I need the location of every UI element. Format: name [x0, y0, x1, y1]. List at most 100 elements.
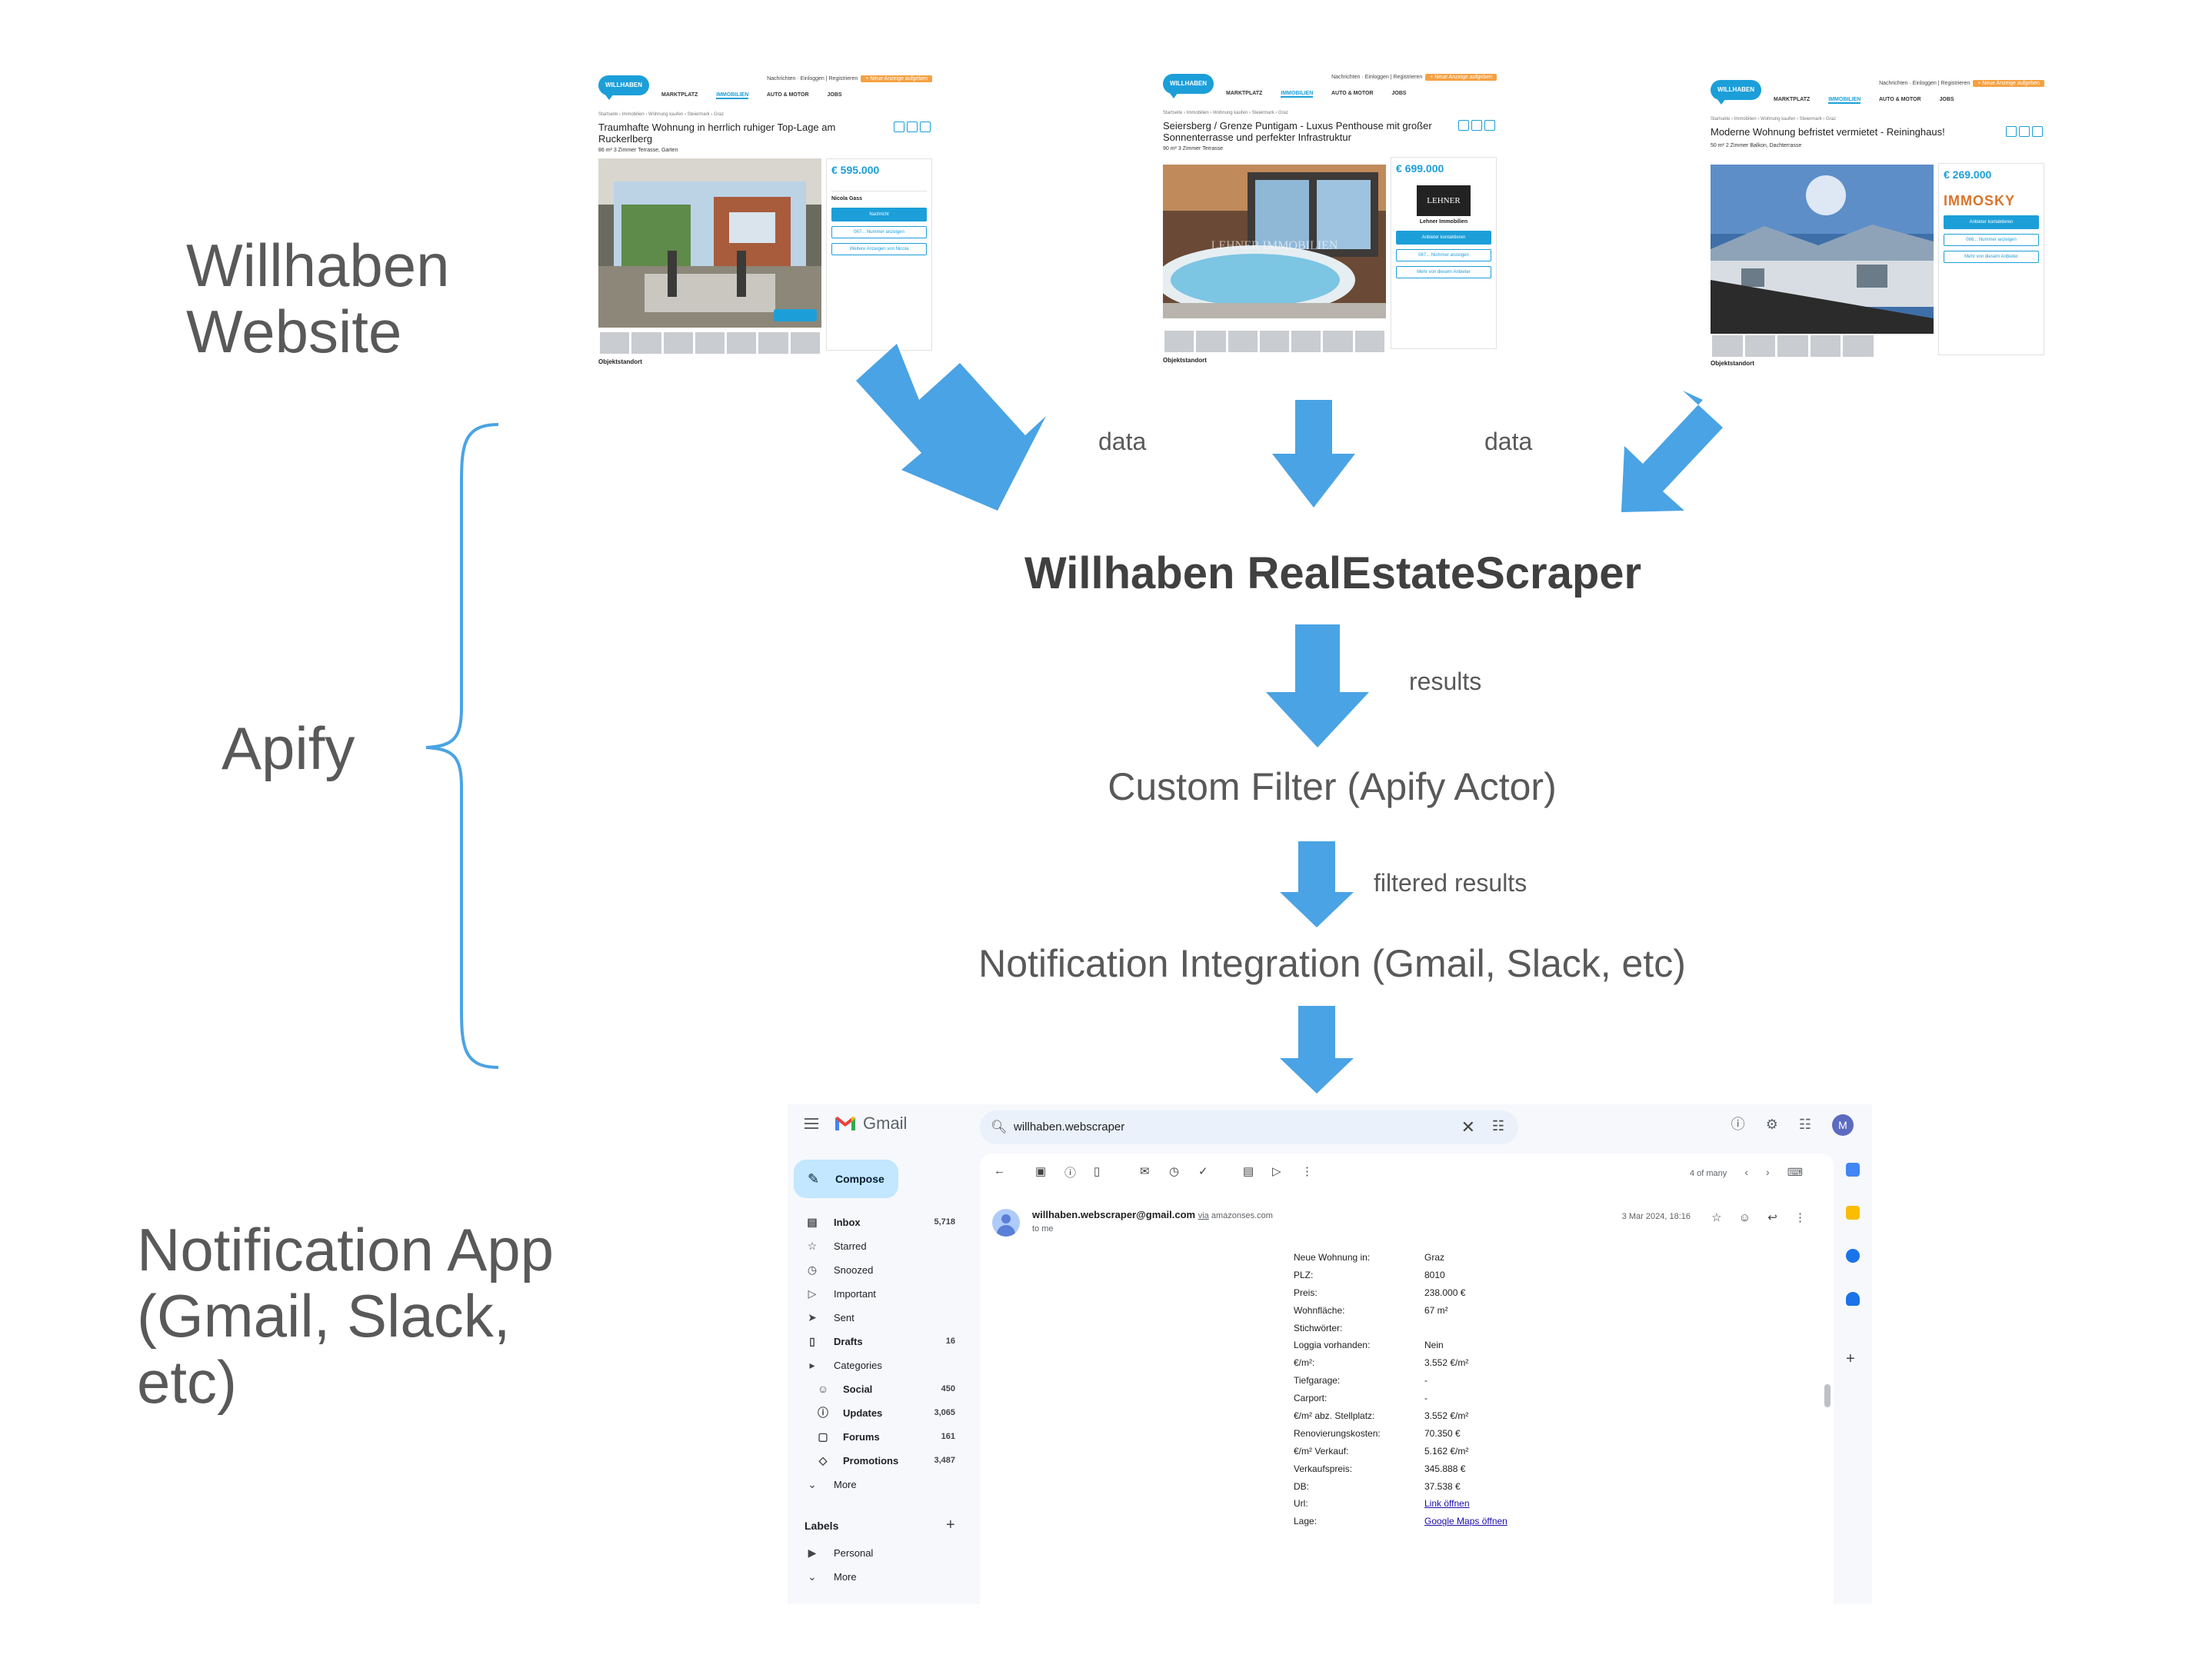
add-task-icon[interactable]: ✓ [1198, 1165, 1208, 1178]
nav-immobilien[interactable]: IMMOBILIEN [716, 92, 749, 99]
email-field-link[interactable]: Google Maps öffnen [1424, 1516, 1507, 1527]
sidebar-item-sent[interactable]: ➤Sent [788, 1306, 972, 1330]
photo-thumbnails[interactable] [1712, 335, 1874, 357]
archive-icon[interactable]: ▣ [1035, 1165, 1047, 1178]
label-item-more[interactable]: ⌄More [788, 1565, 972, 1589]
more-ads-button[interactable]: Mehr von diesem Anbieter [1396, 266, 1491, 278]
listing-actions[interactable] [1456, 120, 1495, 135]
menu-icon[interactable] [805, 1118, 818, 1129]
clear-search-icon[interactable]: ✕ [1461, 1117, 1475, 1137]
label-icon[interactable]: ▷ [1272, 1165, 1281, 1178]
header-links[interactable]: Nachrichten · Einloggen | Registrieren+ … [767, 75, 932, 82]
account-avatar[interactable]: M [1832, 1114, 1854, 1136]
nav-jobs[interactable]: JOBS [827, 92, 842, 98]
search-icon[interactable]: 🔍︎ [991, 1120, 1008, 1134]
share-icon [1471, 120, 1482, 131]
search-bar[interactable]: 🔍︎ willhaben.webscraper ✕ ☷ [980, 1110, 1518, 1144]
reply-icon[interactable]: ↩ [1767, 1211, 1777, 1224]
recipient-line[interactable]: to me [1032, 1224, 1054, 1234]
gmail-logo-icon[interactable] [834, 1115, 857, 1132]
search-input[interactable]: willhaben.webscraper [1014, 1120, 1125, 1134]
add-label-icon[interactable]: + [946, 1517, 955, 1533]
breadcrumb[interactable]: Startseite › Immobilien › Wohnung kaufen… [598, 112, 724, 117]
compose-button[interactable]: ✎ Compose [794, 1160, 898, 1198]
snooze-icon[interactable]: ◷ [1169, 1165, 1180, 1178]
nav-auto-motor[interactable]: AUTO & MOTOR [1331, 91, 1374, 96]
back-arrow-icon[interactable]: ← [994, 1164, 1005, 1177]
emoji-icon[interactable]: ☺ [1738, 1211, 1751, 1224]
photo-thumbnails[interactable] [1164, 331, 1384, 352]
help-icon[interactable]: ⓘ [1731, 1117, 1745, 1132]
scraper-node: Willhaben RealEstateScraper [1024, 548, 1642, 598]
prev-page-icon[interactable]: ‹ [1744, 1166, 1748, 1178]
sidebar-item-starred[interactable]: ☆Starred [788, 1234, 972, 1258]
breadcrumb[interactable]: Startseite › Immobilien › Wohnung kaufen… [1711, 117, 1836, 122]
more-ads-button[interactable]: Mehr von diesem Anbieter [1944, 251, 2039, 263]
photo-thumbnails[interactable] [600, 332, 820, 354]
email-field-value: 3.552 €/m² [1424, 1410, 1469, 1422]
email-field-value: 37.538 € [1424, 1480, 1461, 1492]
tasks-icon[interactable] [1846, 1249, 1860, 1263]
sender-email[interactable]: willhaben.webscraper@gmail.com [1032, 1209, 1196, 1220]
sender-avatar[interactable] [992, 1209, 1020, 1237]
listing-title: Traumhafte Wohnung in herrlich ruhiger T… [598, 122, 836, 145]
more-ads-button[interactable]: Weitere Anzeigen von Nicola [831, 243, 927, 255]
calendar-icon[interactable] [1846, 1163, 1860, 1177]
phone-button[interactable]: 067... Nummer anzeigen [831, 226, 927, 238]
listing-photo[interactable]: LEHNER IMMOBILIEN [1163, 165, 1386, 318]
contact-button[interactable]: Anbieter kontaktieren [1944, 215, 2039, 229]
willhaben-logo[interactable]: WILLHABEN [1711, 80, 1761, 100]
sidebar-item-snoozed[interactable]: ◷Snoozed [788, 1258, 972, 1282]
nav-immobilien[interactable]: IMMOBILIEN [1281, 91, 1314, 98]
message-button[interactable]: Nachricht [831, 208, 927, 221]
sidebar-item-more[interactable]: ⌄More [788, 1473, 972, 1497]
phone-button[interactable]: 067... Nummer anzeigen [1396, 249, 1491, 261]
nav-marktplatz[interactable]: MARKTPLATZ [1774, 97, 1811, 102]
more-options-icon[interactable]: ⋮ [1794, 1211, 1806, 1224]
sidebar-item-categories[interactable]: ▸Categories [788, 1353, 972, 1377]
nav-marktplatz[interactable]: MARKTPLATZ [1226, 91, 1263, 96]
add-addon-icon[interactable]: + [1846, 1350, 1855, 1367]
nav-marktplatz[interactable]: MARKTPLATZ [661, 92, 698, 98]
listing-actions[interactable] [891, 122, 931, 136]
report-spam-icon[interactable]: ⓘ [1064, 1167, 1077, 1180]
apps-icon[interactable]: ☷ [1798, 1117, 1811, 1132]
delete-icon[interactable]: ▯ [1094, 1165, 1101, 1178]
star-icon[interactable]: ☆ [1711, 1211, 1722, 1224]
move-to-icon[interactable]: ▤ [1243, 1165, 1254, 1178]
header-links[interactable]: Nachrichten · Einloggen | Registrieren+ … [1879, 80, 2044, 87]
nav-auto-motor[interactable]: AUTO & MOTOR [1878, 97, 1921, 102]
phone-button[interactable]: 066... Nummer anzeigen [1944, 234, 2039, 246]
breadcrumb[interactable]: Startseite › Immobilien › Wohnung kaufen… [1163, 111, 1288, 115]
contact-button[interactable]: Anbieter kontaktieren [1396, 231, 1491, 245]
input-tools-icon[interactable]: ⌨ [1787, 1166, 1803, 1178]
label-item-personal[interactable]: ▶Personal [788, 1541, 972, 1565]
nav-auto-motor[interactable]: AUTO & MOTOR [766, 92, 809, 98]
scrollbar[interactable] [1824, 1384, 1831, 1407]
header-links[interactable]: Nachrichten · Einloggen | Registrieren+ … [1331, 74, 1497, 81]
more-options-icon[interactable]: ⋮ [1301, 1165, 1313, 1178]
mark-unread-icon[interactable]: ✉ [1140, 1165, 1150, 1178]
willhaben-logo[interactable]: WILLHABEN [1163, 74, 1214, 94]
section-heading: Objektstandort [598, 358, 642, 365]
nav-immobilien[interactable]: IMMOBILIEN [1828, 97, 1861, 104]
contacts-icon[interactable] [1846, 1292, 1860, 1306]
listing-photo[interactable] [598, 158, 821, 328]
next-page-icon[interactable]: › [1766, 1166, 1770, 1178]
listing-photo[interactable] [1711, 165, 1934, 334]
listing-actions[interactable] [2004, 126, 2043, 141]
nav-jobs[interactable]: JOBS [1391, 91, 1407, 96]
keep-icon[interactable] [1846, 1206, 1860, 1220]
nav-jobs[interactable]: JOBS [1939, 97, 1954, 102]
willhaben-logo[interactable]: WILLHABEN [598, 75, 649, 95]
email-field-link[interactable]: Link öffnen [1424, 1498, 1470, 1510]
settings-icon[interactable]: ⚙ [1765, 1117, 1778, 1132]
sidebar-item-important[interactable]: ▷Important [788, 1282, 972, 1306]
search-options-icon[interactable]: ☷ [1491, 1118, 1504, 1134]
